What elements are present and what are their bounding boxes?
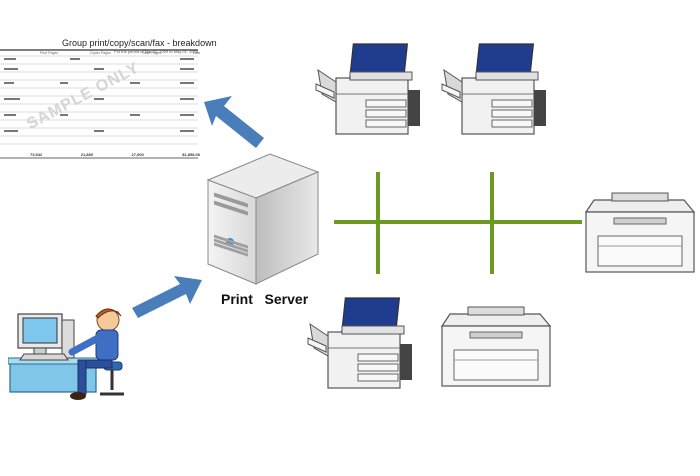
report-document-icon <box>0 38 200 188</box>
report-col-2: Scan Pages <box>142 51 162 55</box>
laser-printer-icon <box>440 306 552 387</box>
report-total-1: 21,880 <box>80 152 93 157</box>
arrow-icon <box>132 276 202 318</box>
network-lines <box>334 172 582 274</box>
user-workstation-icon <box>8 308 124 400</box>
report-total-2: 27,000 <box>131 152 144 157</box>
report-total-0: 73,542 <box>30 152 43 157</box>
print-server-icon <box>206 153 320 285</box>
report-title: Group print/copy/scan/fax - breakdown <box>62 38 217 48</box>
laser-printer-icon <box>584 192 696 273</box>
print-server-label: Print Server <box>221 291 309 307</box>
report-header-row: Print Pages Copier Pages Scan Pages Tota… <box>40 51 200 55</box>
report-document: Group print/copy/scan/fax - breakdown Fo… <box>0 38 217 188</box>
copier-icon <box>315 43 420 135</box>
report-col-3: Total <box>192 51 200 55</box>
copier-icon <box>441 43 546 135</box>
arrow-icon <box>204 96 264 148</box>
copier-icon <box>307 297 412 389</box>
report-total-3: $1,898.00 <box>182 152 200 157</box>
report-col-1: Copier Pages <box>89 51 111 55</box>
report-subtitle: For the period of Mar 01, 2009 to May 01… <box>114 49 198 54</box>
report-totals-row: 73,542 21,880 27,000 $1,898.00 <box>30 152 200 157</box>
report-col-0: Print Pages <box>40 51 59 55</box>
